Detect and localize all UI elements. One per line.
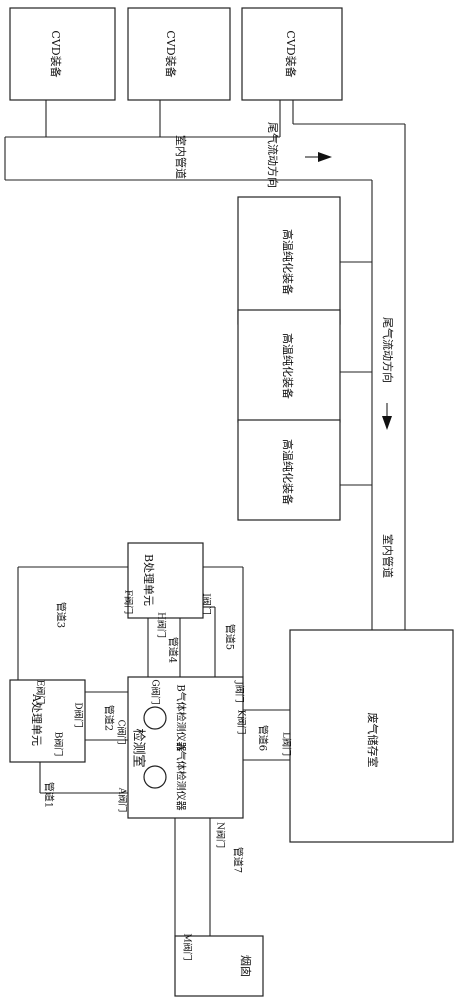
svg-text:管道4: 管道4	[167, 637, 180, 663]
svg-text:室内管道: 室内管道	[381, 534, 395, 578]
purifier-box-3	[237, 419, 341, 521]
valve-a-label: A阀门	[117, 787, 129, 813]
arrow-top-icon	[318, 152, 332, 162]
valve-i-label: I阀门	[201, 593, 213, 615]
svg-text:J阀门: J阀门	[234, 680, 246, 703]
svg-text:管道6: 管道6	[257, 725, 270, 751]
valve-e-label: E阀门	[35, 680, 47, 705]
svg-text:C阀门: C阀门	[116, 720, 128, 745]
purifier-box-1	[237, 196, 341, 325]
analyzer-a-label: A气体检测仪器	[175, 742, 188, 810]
valve-k-label: K阀门	[236, 710, 248, 735]
valve-f-label: F阀门	[123, 590, 135, 614]
a-processor-box	[9, 679, 86, 763]
purifier-label-3: 高温纯化装备	[281, 439, 295, 505]
svg-text:CVD装备: CVD装备	[284, 30, 298, 77]
svg-text:高温纯化装备: 高温纯化装备	[281, 229, 295, 295]
svg-text:管道5: 管道5	[224, 624, 237, 650]
svg-text:尾气流动方向: 尾气流动方向	[381, 317, 395, 383]
svg-text:I阀门: I阀门	[201, 593, 213, 615]
svg-text:烟囱: 烟囱	[239, 955, 253, 977]
cvd-label-1: CVD装备	[49, 30, 63, 77]
valve-g-label: G阀门	[150, 679, 162, 704]
boxes	[9, 7, 454, 997]
pipe7-label: 管道7	[232, 847, 245, 873]
svg-text:CVD装备: CVD装备	[164, 30, 178, 77]
svg-text:N阀门: N阀门	[215, 822, 227, 848]
chimney-box	[174, 935, 264, 997]
cvd-box-3	[241, 7, 343, 101]
purifier-label-1: 高温纯化装备	[281, 229, 295, 295]
svg-text:H阀门: H阀门	[156, 612, 168, 638]
storage-room-box	[289, 629, 454, 843]
pipe5-label: 管道5	[224, 624, 237, 650]
pipe1-label: 管道1	[43, 782, 56, 808]
svg-text:A气体检测仪器: A气体检测仪器	[175, 742, 188, 810]
valve-l-label: L阀门	[281, 732, 293, 756]
valve-m-label: M阀门	[182, 933, 194, 960]
cvd-label-2: CVD装备	[164, 30, 178, 77]
svg-text:CVD装备: CVD装备	[49, 30, 63, 77]
flow-top-label: 尾气流动方向	[266, 122, 280, 188]
detection-room-label: 检测室	[131, 728, 147, 767]
svg-text:L阀门: L阀门	[281, 732, 293, 756]
svg-text:管道1: 管道1	[43, 782, 56, 808]
analyzer-b-circle	[143, 706, 167, 730]
svg-text:高温纯化装备: 高温纯化装备	[281, 439, 295, 505]
svg-text:K阀门: K阀门	[236, 710, 248, 735]
pipe6-label: 管道6	[257, 725, 270, 751]
flow-right-label: 尾气流动方向	[381, 317, 395, 383]
svg-text:B阀门: B阀门	[53, 732, 65, 757]
svg-text:管道3: 管道3	[55, 602, 68, 628]
svg-text:高温纯化装备: 高温纯化装备	[281, 333, 295, 399]
svg-text:A处理单元: A处理单元	[30, 693, 43, 746]
flow-arrows	[305, 152, 392, 430]
cvd-label-3: CVD装备	[284, 30, 298, 77]
svg-text:E阀门: E阀门	[35, 680, 47, 705]
svg-text:A阀门: A阀门	[117, 787, 129, 813]
analyzer-a-circle	[143, 765, 167, 789]
storage-room-label: 废气储存室	[366, 713, 380, 768]
chimney-label: 烟囱	[239, 955, 253, 977]
valve-j-label: J阀门	[234, 680, 246, 703]
indoor-pipe-top-label: 室内管道	[174, 135, 188, 179]
valve-h-label: H阀门	[156, 612, 168, 638]
purifier-label-2: 高温纯化装备	[281, 333, 295, 399]
svg-text:D阀门: D阀门	[73, 702, 85, 727]
indoor-pipe-right-label: 室内管道	[381, 534, 395, 578]
purifier-box-2	[237, 309, 341, 423]
detection-room-box	[127, 676, 244, 819]
svg-text:管道2: 管道2	[103, 705, 116, 731]
svg-text:室内管道: 室内管道	[174, 135, 188, 179]
valve-n-label: N阀门	[215, 822, 227, 848]
svg-text:B气体检测仪器: B气体检测仪器	[175, 684, 188, 751]
pipe4-label: 管道4	[167, 637, 180, 663]
labels: CVD装备 CVD装备 CVD装备 室内管道 尾气流动方向 高温纯化装备 高温纯…	[30, 30, 395, 977]
cvd-box-1	[9, 7, 116, 101]
indoor-pipe-top-part1: 室内管道	[174, 135, 188, 179]
arrow-right-icon	[382, 416, 392, 430]
pipe2-label: 管道2	[103, 705, 116, 731]
analyzer-b-label: B气体检测仪器	[175, 684, 188, 751]
cvd-box-2	[127, 7, 231, 101]
flow-top-text: 尾气流动方向	[266, 122, 280, 188]
valve-d-label: D阀门	[73, 702, 85, 727]
pipe3-label: 管道3	[55, 602, 68, 628]
valve-c-label: C阀门	[116, 720, 128, 745]
svg-text:G阀门: G阀门	[150, 679, 162, 704]
a-processor-label: A处理单元	[30, 693, 43, 746]
svg-text:废气储存室: 废气储存室	[366, 713, 380, 768]
svg-text:M阀门: M阀门	[182, 933, 194, 960]
valve-b-label: B阀门	[53, 732, 65, 757]
b-processor-label: B处理单元	[142, 554, 155, 606]
svg-text:F阀门: F阀门	[123, 590, 135, 614]
svg-text:管道7: 管道7	[232, 847, 245, 873]
b-processor-box	[127, 542, 204, 619]
svg-text:B处理单元: B处理单元	[142, 554, 155, 606]
pipe-network	[4, 100, 406, 936]
svg-text:检测室: 检测室	[131, 728, 147, 767]
